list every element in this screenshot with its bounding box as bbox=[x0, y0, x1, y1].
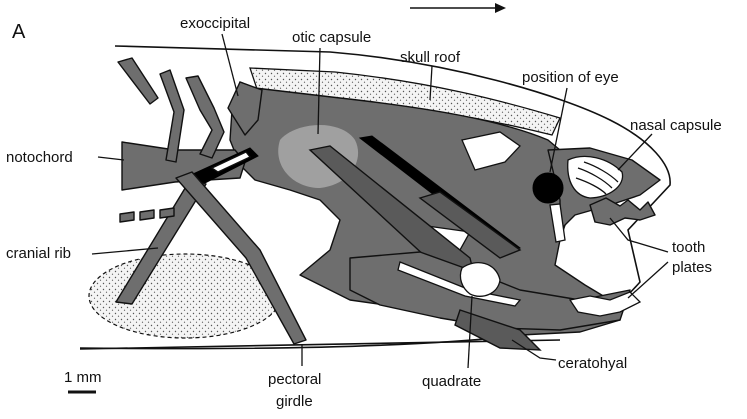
label-exoccipital: exoccipital bbox=[180, 15, 250, 32]
direction-arrow-head bbox=[495, 3, 506, 13]
leader-notochord bbox=[98, 157, 124, 160]
label-ceratohyal: ceratohyal bbox=[558, 355, 627, 372]
label-quadrate: quadrate bbox=[422, 373, 481, 390]
rib-fragment-2 bbox=[140, 210, 154, 220]
label-tooth: tooth bbox=[672, 239, 705, 256]
rib-fragment-1 bbox=[120, 212, 134, 222]
label-notochord: notochord bbox=[6, 149, 73, 166]
leader-tooth-plates-2 bbox=[628, 262, 668, 298]
scale-bar-label: 1 mm bbox=[64, 369, 102, 386]
label-skull-roof: skull roof bbox=[400, 49, 461, 66]
leader-tooth-plates bbox=[610, 218, 668, 252]
upper-tooth-plate bbox=[590, 198, 655, 225]
leader-exoccipital bbox=[222, 34, 238, 96]
label-girdle: girdle bbox=[276, 393, 313, 410]
label-cranial-rib: cranial rib bbox=[6, 245, 71, 262]
label-pectoral: pectoral bbox=[268, 371, 321, 388]
rib-fragment-3 bbox=[160, 208, 174, 218]
panel-letter: A bbox=[12, 21, 26, 43]
label-otic-capsule: otic capsule bbox=[292, 29, 371, 46]
label-plates: plates bbox=[672, 259, 712, 276]
label-nasal-capsule: nasal capsule bbox=[630, 117, 722, 134]
vertebral-rod-1 bbox=[118, 58, 158, 104]
vertebral-rod-3 bbox=[186, 76, 224, 158]
label-position-of-eye: position of eye bbox=[522, 69, 619, 86]
eye-position bbox=[533, 173, 563, 203]
